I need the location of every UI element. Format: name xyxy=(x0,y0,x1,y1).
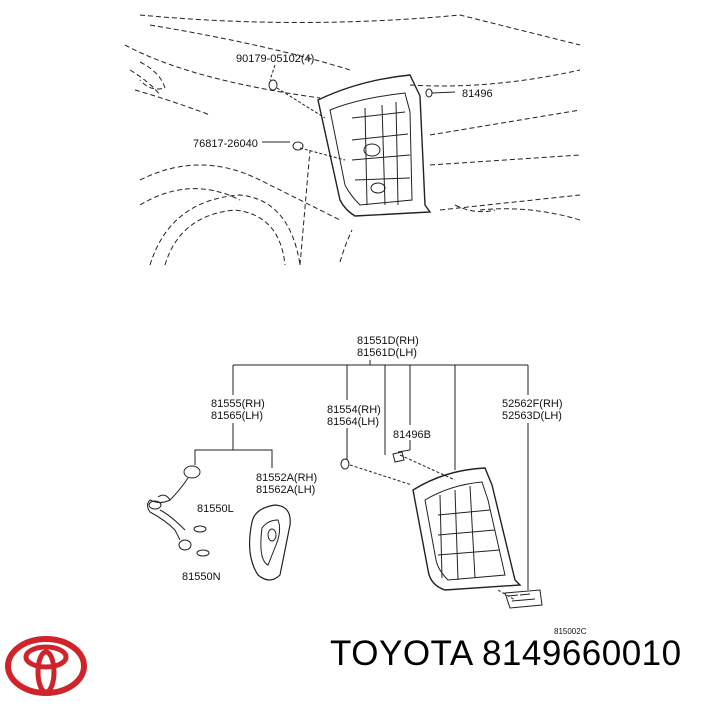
label-81564-lh: 81564(LH) xyxy=(327,416,379,428)
label-81554-rh: 81554(RH) xyxy=(327,404,381,416)
label-81562a-lh: 81562A(LH) xyxy=(256,484,315,496)
label-76817-26040: 76817-26040 xyxy=(193,138,258,150)
label-815002c: 815002C xyxy=(554,627,587,636)
label-81551d-rh: 81551D(RH) xyxy=(357,335,419,347)
label-90179-05102: 90179-05102(4) xyxy=(236,53,314,65)
label-81552a-rh: 81552A(RH) xyxy=(256,472,317,484)
label-81550n: 81550N xyxy=(182,571,221,583)
label-81496: 81496 xyxy=(462,88,493,100)
label-81496b: 81496B xyxy=(393,429,431,441)
label-81550l: 81550L xyxy=(197,503,234,515)
lamp-assembly-exploded xyxy=(147,360,543,609)
label-52563d-lh: 52563D(LH) xyxy=(502,410,562,422)
label-52562f-rh: 52562F(RH) xyxy=(502,398,563,410)
label-81561d-lh: 81561D(LH) xyxy=(357,347,417,359)
brand-part-number: TOYOTA 8149660010 xyxy=(330,634,682,673)
label-81555-rh: 81555(RH) xyxy=(211,398,265,410)
toyota-logo-icon xyxy=(5,636,87,696)
vehicle-rear-view xyxy=(124,14,581,266)
label-81565-lh: 81565(LH) xyxy=(211,410,263,422)
